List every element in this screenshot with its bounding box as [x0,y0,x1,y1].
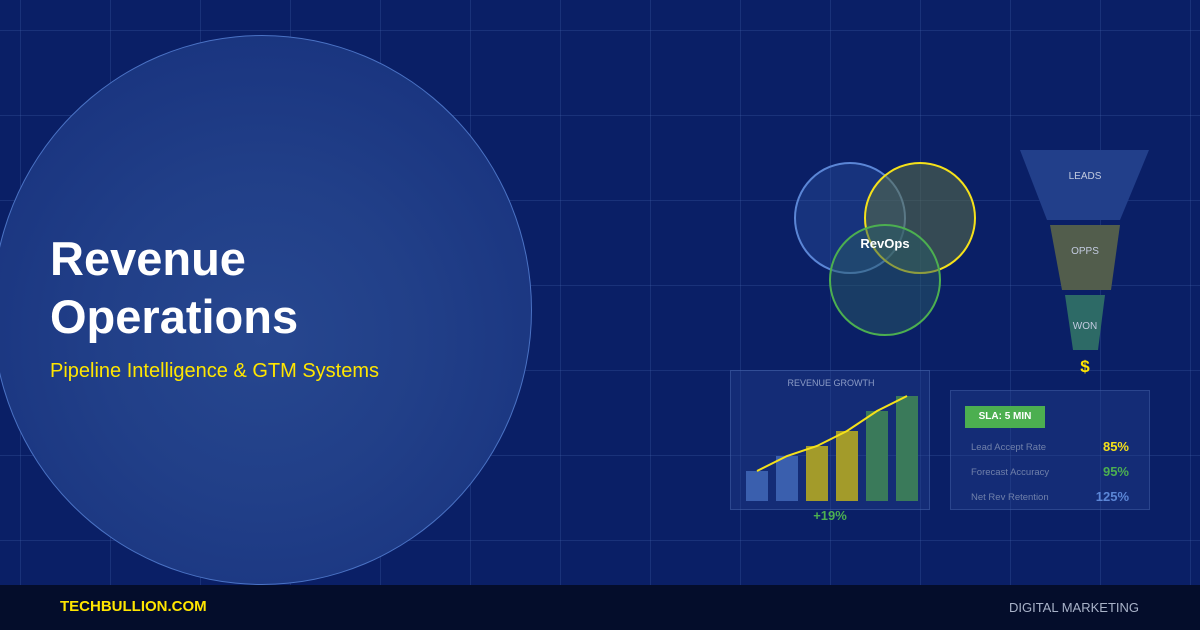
chart-bar [836,431,858,501]
funnel-label-opps: OPPS [1071,246,1099,257]
hero-circle [0,35,532,585]
dollar-icon: $ [1080,357,1090,376]
revops-venn-diagram: RevOps [790,160,990,340]
chart-bar [776,456,798,501]
title-line-2: Operations [50,290,299,343]
metric-value: 85% [1102,439,1129,454]
funnel-label-leads: LEADS [1068,171,1102,182]
metric-row-net-rev-retention: Net Rev Retention 125% [971,489,1131,507]
title-line-1: Revenue [50,232,246,285]
category-label: DIGITAL MARKETING [1008,600,1139,615]
growth-percent: +19% [813,508,847,523]
trend-line [756,395,908,472]
metric-label: Net Rev Retention [971,492,1049,503]
funnel-label-won: WON [1072,321,1098,332]
funnel-stage-leads [1020,150,1149,220]
chart-bar [896,396,918,501]
chart-bar [866,411,888,501]
metric-label: Lead Accept Rate [971,442,1046,453]
metric-row-lead-accept: Lead Accept Rate 85% [971,439,1131,457]
metric-value: 95% [1102,464,1129,479]
chart-title: REVENUE GROWTH [787,378,875,388]
revenue-growth-plot [746,395,918,501]
metrics-panel: SLA: 5 MIN Lead Accept Rate 85% Forecast… [950,390,1150,510]
metric-row-forecast-accuracy: Forecast Accuracy 95% [971,464,1131,482]
page-subtitle: Pipeline Intelligence & GTM Systems [50,360,380,382]
footer-bar: TECHBULLION.COM DIGITAL MARKETING [0,585,1200,630]
revenue-growth-chart: REVENUE GROWTH [730,370,930,510]
metric-value: 125% [1095,489,1129,504]
brand-link[interactable]: TECHBULLION.COM [60,598,207,615]
sla-badge: SLA: 5 MIN [965,406,1045,428]
venn-center-label: RevOps [860,236,910,251]
funnel-stage-won [1065,295,1105,350]
funnel-stage-opps [1050,225,1120,290]
chart-bar [746,471,768,501]
sales-funnel: LEADS OPPS WON $ [1015,148,1155,383]
venn-circle-green [829,224,941,336]
page-title: Revenue Operations [50,230,298,346]
metric-label: Forecast Accuracy [971,467,1050,478]
chart-bar [806,446,828,501]
